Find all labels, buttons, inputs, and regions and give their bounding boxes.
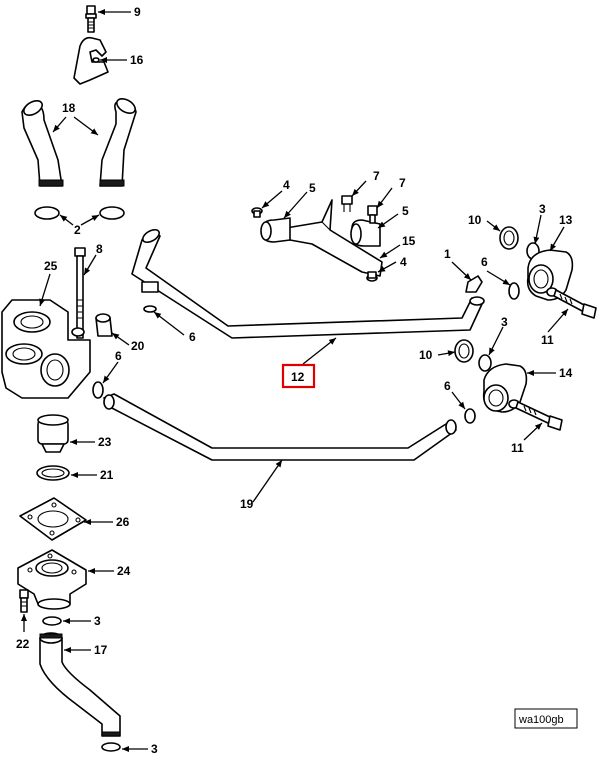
seal-part-10-upper bbox=[499, 226, 519, 250]
elbow-fitting-part-13 bbox=[526, 249, 574, 301]
callout-20: 20 bbox=[131, 339, 145, 353]
clip-part-1 bbox=[465, 275, 483, 293]
tube-part-12 bbox=[131, 228, 485, 339]
callout-labels: 9 16 18 2 8 25 20 6 6 23 21 26 24 22 3 1… bbox=[16, 5, 573, 756]
seal-part-21 bbox=[36, 465, 70, 481]
callout-5-right: 5 bbox=[402, 204, 409, 218]
callout-7-left: 7 bbox=[373, 169, 380, 183]
o-ring-part-6-top bbox=[143, 305, 157, 313]
callout-9: 9 bbox=[134, 5, 141, 19]
clamp-part-5-right bbox=[350, 219, 381, 247]
flange-housing-part-24 bbox=[17, 549, 87, 610]
gasket-part-26 bbox=[19, 497, 87, 541]
callout-4-right: 4 bbox=[400, 255, 407, 269]
callout-7-right: 7 bbox=[399, 176, 406, 190]
o-ring-part-3-end bbox=[101, 742, 121, 752]
callout-14: 14 bbox=[559, 366, 573, 380]
nut-part-4-right bbox=[366, 271, 378, 282]
seal-part-10-lower bbox=[454, 339, 474, 363]
o-ring-part-6-housing bbox=[92, 381, 104, 399]
thermostat-part-23 bbox=[37, 414, 69, 453]
o-ring-part-2 bbox=[34, 206, 125, 220]
callout-2: 2 bbox=[74, 223, 81, 237]
callout-10-lower: 10 bbox=[419, 348, 433, 362]
callout-10-upper: 10 bbox=[468, 213, 482, 227]
callout-11-lower: 11 bbox=[511, 441, 524, 455]
highlight-box-12 bbox=[281, 363, 316, 389]
callout-3-upper: 3 bbox=[539, 202, 546, 216]
callout-11-upper: 11 bbox=[541, 333, 554, 347]
callout-21: 21 bbox=[100, 468, 114, 482]
callout-17: 17 bbox=[94, 643, 108, 657]
callout-12: 12 bbox=[291, 370, 305, 384]
bolt-part-9 bbox=[85, 5, 97, 33]
screw-part-7-left bbox=[341, 195, 353, 212]
callout-22: 22 bbox=[16, 637, 30, 651]
callout-6-lower: 6 bbox=[444, 379, 451, 393]
o-ring-part-6-right bbox=[508, 282, 520, 300]
bolt-part-8 bbox=[74, 247, 86, 339]
figure-id-badge: wa100gb bbox=[514, 708, 578, 729]
callout-3-lower: 3 bbox=[501, 315, 508, 329]
bolt-part-11-lower bbox=[515, 401, 563, 431]
bolt-part-22 bbox=[19, 589, 29, 613]
callout-18: 18 bbox=[62, 101, 76, 115]
callout-6-right: 6 bbox=[481, 255, 488, 269]
o-ring-part-3-lower bbox=[478, 354, 492, 372]
bolt-part-11-upper bbox=[553, 289, 597, 319]
callout-15: 15 bbox=[402, 234, 416, 248]
elbow-hose-part-18-right bbox=[99, 97, 137, 187]
callout-13: 13 bbox=[559, 213, 573, 227]
callout-6-housing: 6 bbox=[115, 349, 122, 363]
elbow-fitting-part-14 bbox=[482, 363, 528, 413]
callout-24: 24 bbox=[117, 564, 131, 578]
callout-26: 26 bbox=[116, 515, 130, 529]
bracket-part-16 bbox=[73, 36, 109, 85]
callout-19: 19 bbox=[240, 497, 254, 511]
o-ring-part-3-flange bbox=[42, 616, 62, 626]
screw-part-7-right bbox=[367, 205, 378, 224]
callout-25: 25 bbox=[44, 259, 58, 273]
tube-part-17 bbox=[39, 632, 121, 737]
callout-16: 16 bbox=[130, 53, 144, 67]
callout-4-left: 4 bbox=[283, 178, 290, 192]
callout-1: 1 bbox=[444, 247, 451, 261]
callout-3-end: 3 bbox=[151, 742, 158, 756]
callout-5-left: 5 bbox=[309, 181, 316, 195]
callout-8: 8 bbox=[96, 242, 103, 256]
figure-id: wa100gb bbox=[518, 714, 564, 726]
callout-6-top: 6 bbox=[189, 330, 196, 344]
screw-part-4-left bbox=[251, 207, 263, 218]
plug-part-20 bbox=[95, 313, 113, 337]
tube-part-19 bbox=[103, 393, 457, 461]
leader-lines bbox=[21, 9, 569, 752]
clamp-part-5-left bbox=[260, 217, 291, 243]
callout-3-flange: 3 bbox=[94, 614, 101, 628]
callout-23: 23 bbox=[98, 435, 112, 449]
elbow-hose-part-18-left bbox=[21, 99, 64, 187]
o-ring-part-6-lower bbox=[464, 408, 476, 424]
